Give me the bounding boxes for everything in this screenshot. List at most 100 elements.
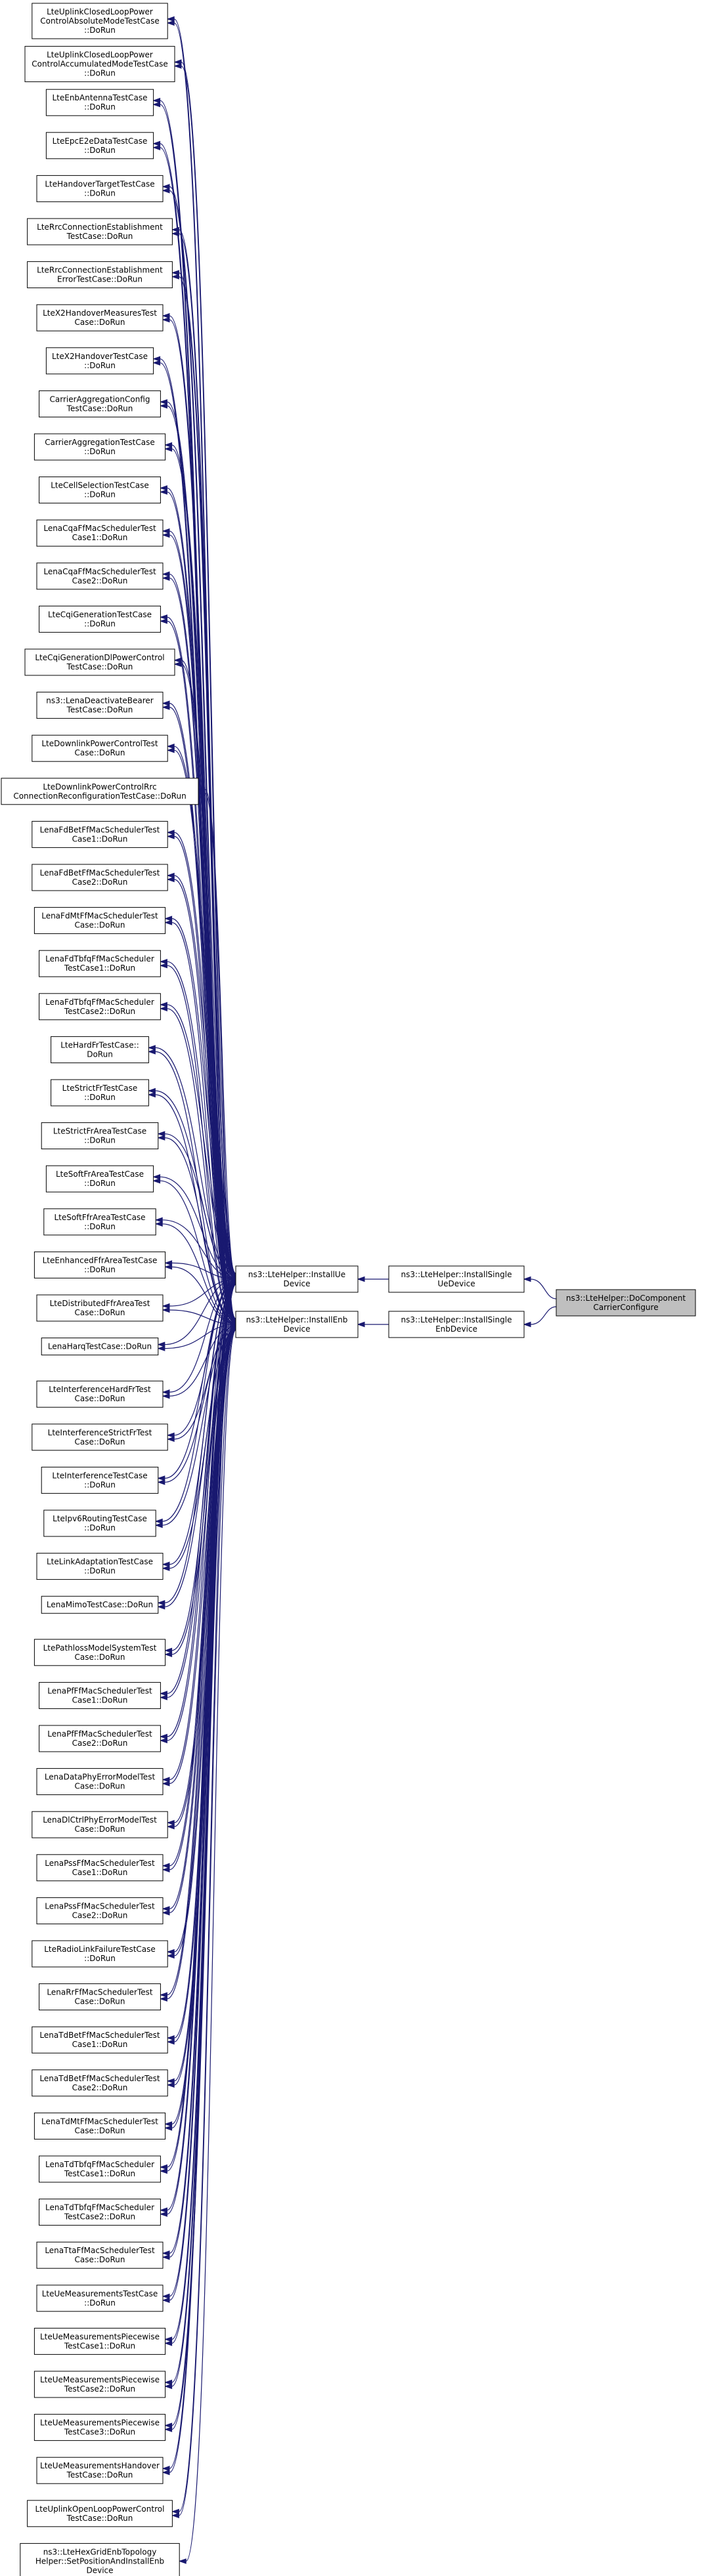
node-caller[interactable]: LteHardFrTestCase::DoRun	[51, 1036, 149, 1063]
node-caller[interactable]: LteUeMeasurementsPiecewiseTestCase3::DoR…	[33, 2414, 166, 2441]
node-caller-box	[45, 89, 154, 116]
node-caller-label-line: LenaFdTbfqFfMacScheduler	[45, 998, 154, 1007]
edge-caller-to-installEnb-arrowhead	[171, 2512, 179, 2519]
node-caller-box	[39, 476, 161, 504]
node-caller-label-line: Case::DoRun	[74, 2255, 125, 2264]
node-caller-label-line: LteLinkAdaptationTestCase	[47, 1557, 153, 1567]
edge-caller-to-installEnb-arrowhead	[166, 1953, 175, 1959]
node-caller[interactable]: LteIpv6RoutingTestCase::DoRun	[43, 1510, 156, 1537]
edge-caller-to-installUe	[157, 1279, 236, 1481]
node-caller[interactable]: LteCqiGenerationDlPowerControlTestCase::…	[24, 648, 175, 676]
edge-caller-to-installUe-line	[155, 1047, 236, 1278]
node-caller[interactable]: LteUplinkClosedLoopPowerControlAbsoluteM…	[32, 3, 168, 39]
node-caller[interactable]: LteEpcE2eDataTestCase::DoRun	[45, 132, 154, 159]
edge-caller-to-installEnb	[162, 1329, 236, 2476]
edge-caller-to-installUe	[164, 916, 236, 1278]
node-caller-label-line: LteSoftFrAreaTestCase	[56, 1170, 144, 1179]
node-caller-label-line: TestCase::DoRun	[66, 662, 133, 671]
node-caller-label-line: ::DoRun	[84, 102, 116, 112]
node-caller[interactable]: LteEnhancedFfrAreaTestCase::DoRun	[33, 1251, 166, 1278]
node-caller[interactable]: LteDownlinkPowerControlRrcConnectionReco…	[1, 778, 199, 805]
edge-caller-to-installUe-arrowhead	[162, 1389, 170, 1395]
node-caller[interactable]: LteStrictFrTestCase::DoRun	[51, 1079, 149, 1107]
node-caller-label-line: LteUeMeasurementsPiecewise	[40, 2332, 160, 2341]
node-caller-label-line: LteInterferenceHardFrTest	[49, 1385, 151, 1394]
node-caller[interactable]: CarrierAggregationTestCase::DoRun	[33, 433, 166, 461]
node-caller[interactable]: LteSoftFrAreaTestCase::DoRun	[45, 1165, 154, 1193]
edge-caller-to-installEnb-arrowhead	[162, 1307, 170, 1313]
node-caller-box	[39, 993, 161, 1021]
node-caller[interactable]: ns3::LteHexGridEnbTopologyHelper::SetPos…	[20, 2543, 180, 2576]
node-caller-label-line: Case2::DoRun	[72, 1911, 128, 1920]
edge-caller-to-installUe-arrowhead	[162, 1906, 170, 1912]
node-caller[interactable]: LteUplinkOpenLoopPowerControlTestCase::D…	[27, 2500, 173, 2527]
node-caller[interactable]: LteEnbAntennaTestCase::DoRun	[45, 89, 154, 116]
node-caller[interactable]: LteRadioLinkFailureTestCase::DoRun	[32, 1940, 168, 1968]
node-caller[interactable]: LteRrcConnectionEstablishmentTestCase::D…	[27, 218, 173, 245]
node-caller-label-line: ::DoRun	[84, 1179, 116, 1188]
edge-caller-to-installUe-arrowhead	[154, 1217, 163, 1223]
edge-caller-to-installUe-arrowhead	[157, 1131, 165, 1137]
edge-caller-to-installUe	[159, 1002, 236, 1278]
node-caller[interactable]: LteUeMeasurementsPiecewiseTestCase2::DoR…	[33, 2371, 166, 2398]
node-caller-label-line: ::DoRun	[84, 1093, 116, 1102]
node-caller[interactable]: LteX2HandoverTestCase::DoRun	[45, 347, 154, 375]
node-caller[interactable]: LteHandoverTargetTestCase::DoRun	[36, 175, 164, 202]
node-caller[interactable]: LenaMimoTestCase::DoRun	[41, 1595, 159, 1614]
node-caller[interactable]: LteUplinkClosedLoopPowerControlAccumulat…	[24, 46, 175, 83]
node-caller[interactable]: LteInterferenceTestCase::DoRun	[41, 1466, 159, 1494]
node-caller[interactable]: LteUeMeasurementsTestCase::DoRun	[36, 2285, 164, 2312]
node-focus[interactable]: ns3::LteHelper::DoComponentCarrierConfig…	[556, 1289, 696, 1317]
node-caller-label-line: LteInterferenceStrictFrTest	[48, 1428, 152, 1437]
edge-caller-to-installUe	[147, 1045, 236, 1278]
node-caller[interactable]: LenaHarqTestCase::DoRun	[41, 1338, 159, 1356]
node-caller-label-line: LteIpv6RoutingTestCase	[53, 1514, 147, 1523]
node-caller[interactable]: LteSoftFfrAreaTestCase::DoRun	[43, 1208, 156, 1236]
node-caller[interactable]: LteUeMeasurementsPiecewiseTestCase1::DoR…	[33, 2327, 166, 2355]
node-caller[interactable]: LteStrictFrAreaTestCase::DoRun	[41, 1122, 159, 1150]
edge-caller-to-installUe	[159, 1280, 236, 1740]
node-ue-box	[388, 1265, 525, 1293]
node-caller[interactable]: LteCellSelectionTestCase::DoRun	[39, 476, 161, 504]
node-caller[interactable]: LteLinkAdaptationTestCase::DoRun	[36, 1553, 164, 1580]
node-caller[interactable]: LteCqiGenerationTestCase::DoRun	[39, 605, 161, 633]
node-enb-box	[388, 1311, 525, 1338]
edge-caller-to-installUe	[162, 571, 236, 1277]
node-caller[interactable]: LteRrcConnectionEstablishmentErrorTestCa…	[27, 261, 173, 289]
edge-caller-to-installUe-line	[171, 1262, 236, 1280]
node-caller-label-line: ::DoRun	[84, 188, 116, 198]
